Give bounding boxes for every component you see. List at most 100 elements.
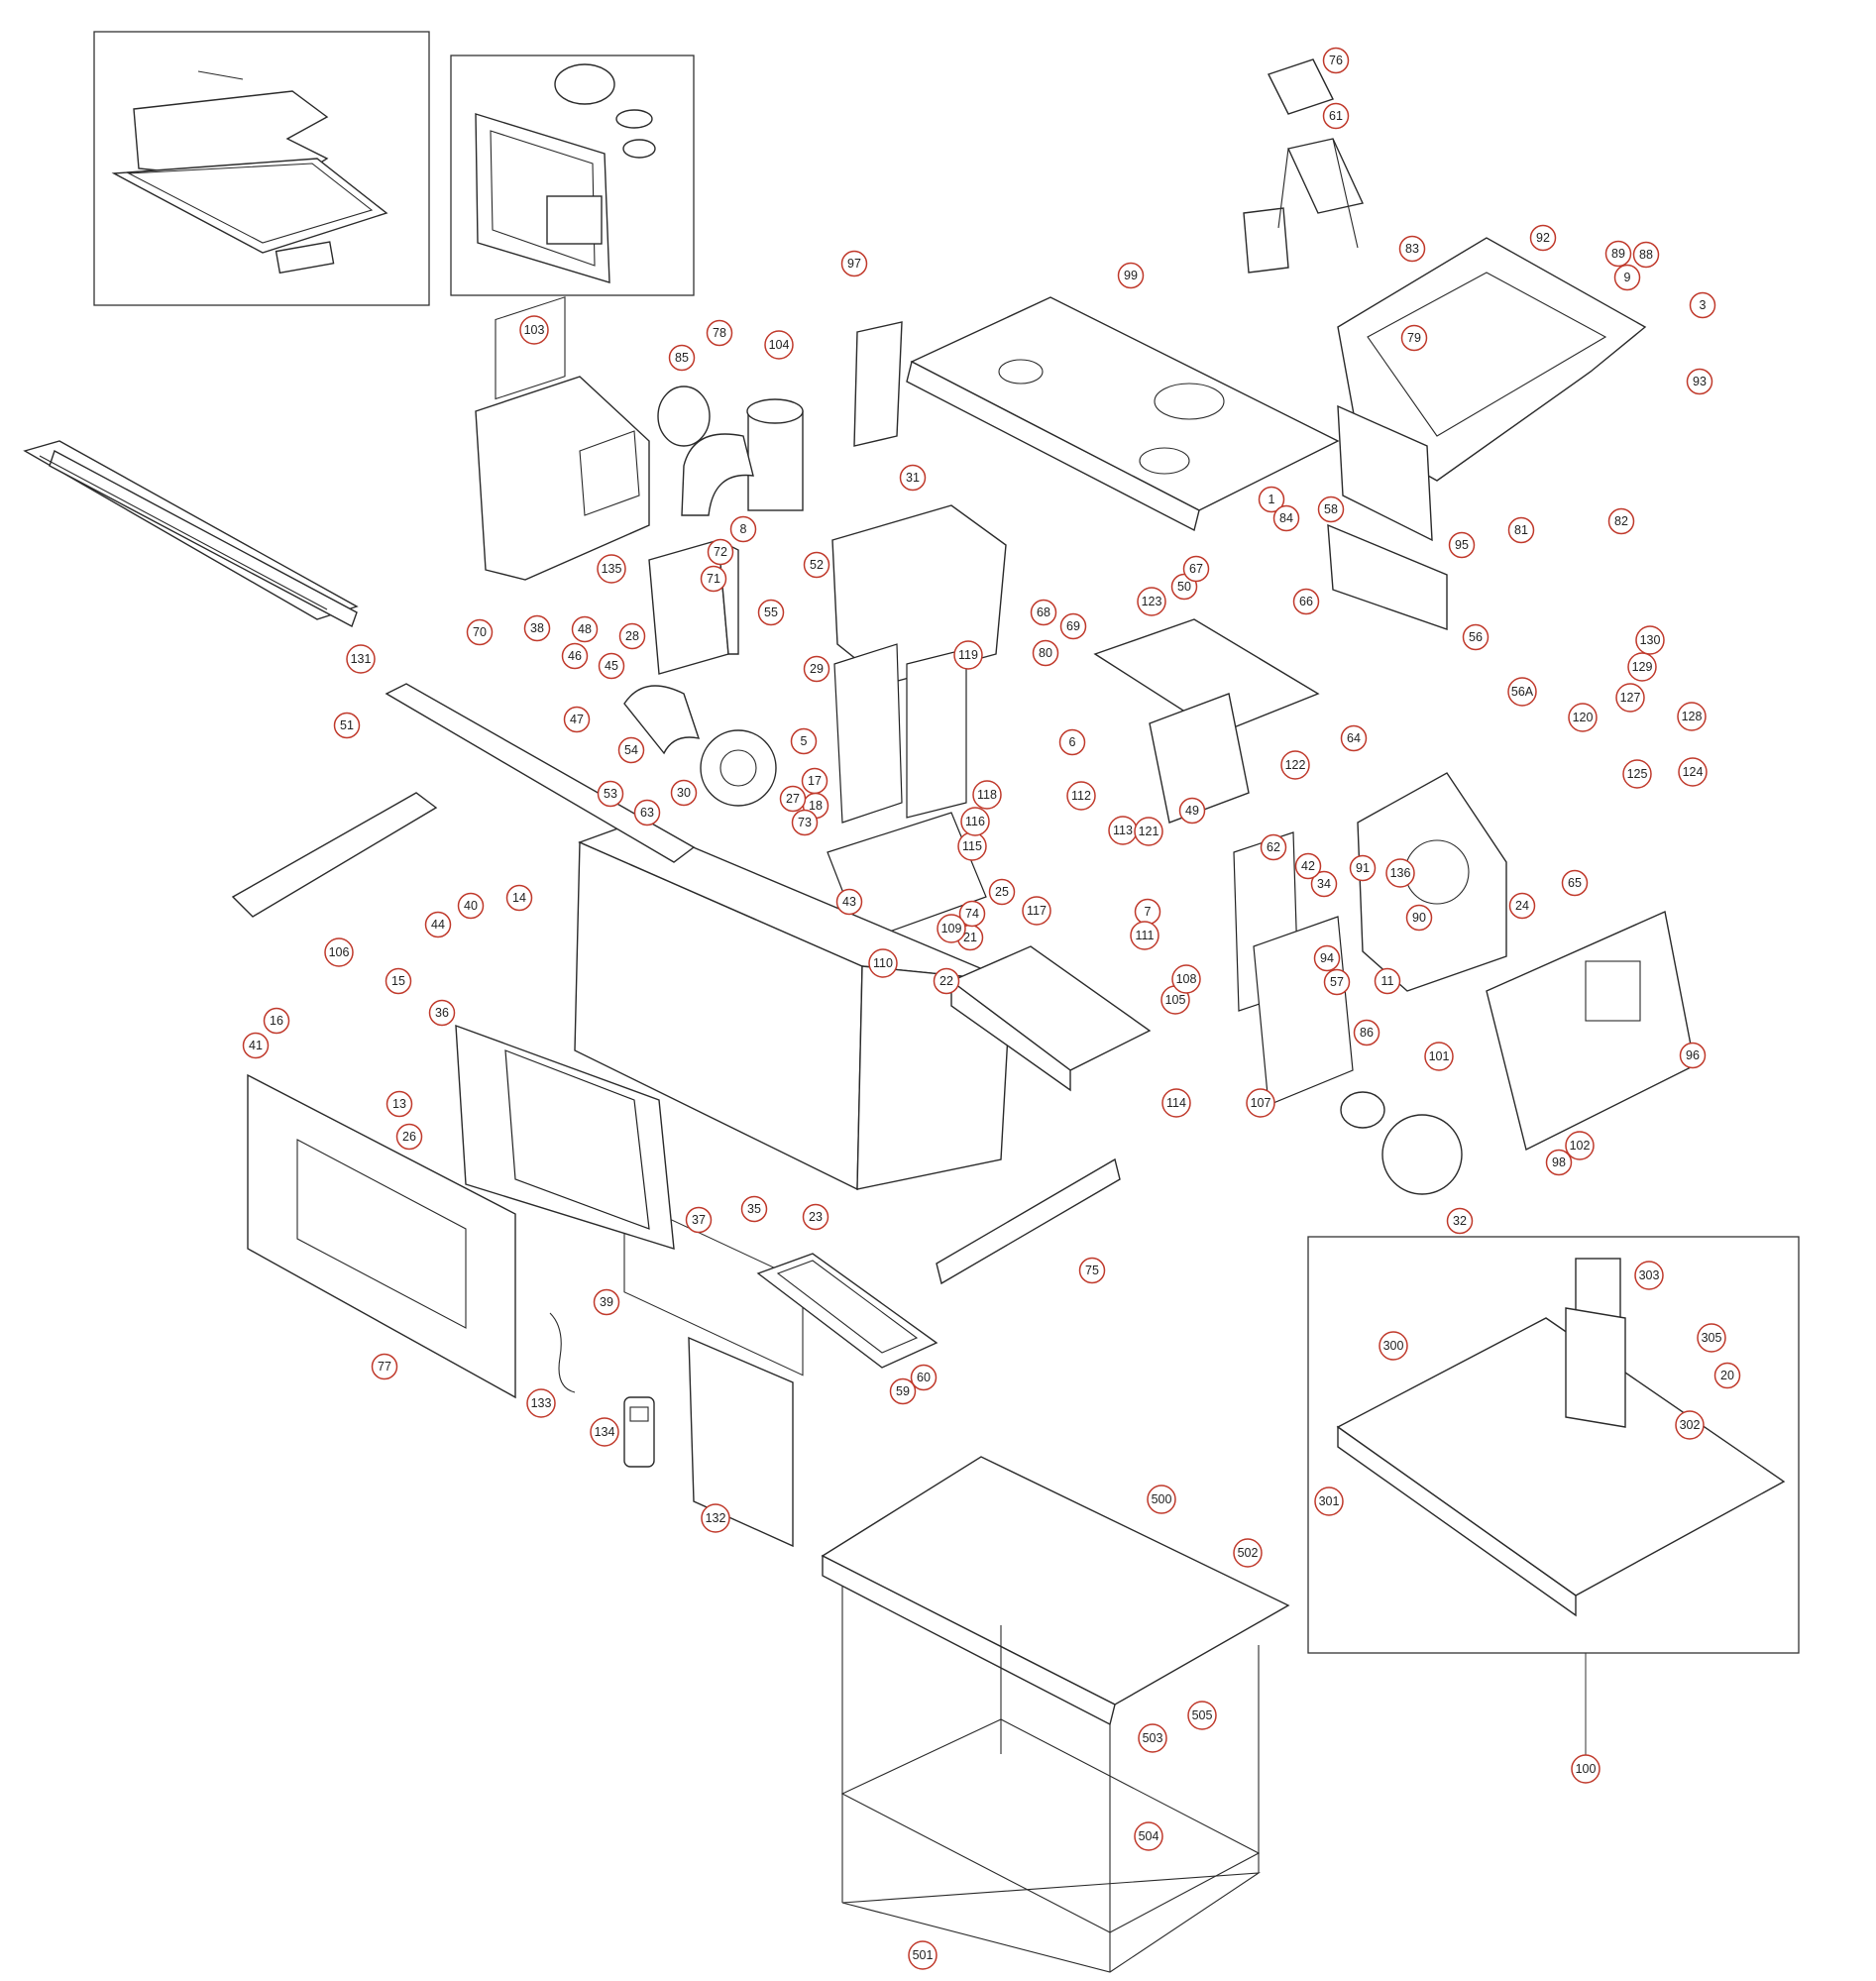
callout-102[interactable]: 102 — [1565, 1131, 1595, 1160]
callout-501[interactable]: 501 — [908, 1940, 938, 1970]
callout-47[interactable]: 47 — [563, 706, 591, 733]
callout-44[interactable]: 44 — [424, 911, 452, 938]
callout-38[interactable]: 38 — [523, 614, 551, 642]
callout-69[interactable]: 69 — [1059, 612, 1087, 640]
callout-22[interactable]: 22 — [933, 967, 960, 995]
callout-56a[interactable]: 56A — [1507, 677, 1537, 707]
callout-30[interactable]: 30 — [670, 779, 698, 807]
callout-41[interactable]: 41 — [242, 1032, 270, 1059]
callout-54[interactable]: 54 — [617, 736, 645, 764]
callout-109[interactable]: 109 — [937, 914, 966, 943]
callout-103[interactable]: 103 — [519, 315, 549, 345]
callout-5[interactable]: 5 — [790, 727, 818, 755]
callout-119[interactable]: 119 — [953, 640, 983, 670]
callout-25[interactable]: 25 — [988, 878, 1016, 906]
callout-505[interactable]: 505 — [1187, 1701, 1217, 1730]
callout-117[interactable]: 117 — [1022, 896, 1051, 926]
callout-24[interactable]: 24 — [1508, 892, 1536, 920]
callout-63[interactable]: 63 — [633, 799, 661, 826]
callout-27[interactable]: 27 — [779, 785, 807, 813]
callout-89[interactable]: 89 — [1604, 240, 1632, 268]
callout-128[interactable]: 128 — [1677, 702, 1707, 731]
callout-124[interactable]: 124 — [1678, 757, 1708, 787]
callout-94[interactable]: 94 — [1313, 944, 1341, 972]
callout-26[interactable]: 26 — [395, 1123, 423, 1151]
callout-61[interactable]: 61 — [1322, 102, 1350, 130]
callout-60[interactable]: 60 — [910, 1364, 938, 1391]
callout-11[interactable]: 11 — [1374, 967, 1401, 995]
callout-136[interactable]: 136 — [1385, 858, 1415, 888]
callout-67[interactable]: 67 — [1182, 555, 1210, 583]
callout-32[interactable]: 32 — [1446, 1207, 1474, 1235]
callout-66[interactable]: 66 — [1292, 588, 1320, 615]
callout-23[interactable]: 23 — [802, 1203, 829, 1231]
callout-121[interactable]: 121 — [1134, 817, 1163, 846]
callout-35[interactable]: 35 — [740, 1195, 768, 1223]
callout-300[interactable]: 300 — [1379, 1331, 1408, 1361]
callout-112[interactable]: 112 — [1066, 781, 1096, 811]
callout-111[interactable]: 111 — [1130, 921, 1159, 950]
callout-98[interactable]: 98 — [1545, 1149, 1573, 1176]
callout-71[interactable]: 71 — [700, 565, 727, 593]
callout-29[interactable]: 29 — [803, 655, 830, 683]
callout-503[interactable]: 503 — [1138, 1723, 1167, 1753]
callout-130[interactable]: 130 — [1635, 625, 1665, 655]
callout-56[interactable]: 56 — [1462, 623, 1490, 651]
callout-122[interactable]: 122 — [1280, 750, 1310, 780]
callout-92[interactable]: 92 — [1529, 224, 1557, 252]
callout-76[interactable]: 76 — [1322, 47, 1350, 74]
callout-73[interactable]: 73 — [791, 809, 819, 836]
callout-1[interactable]: 1 — [1258, 486, 1285, 513]
callout-70[interactable]: 70 — [466, 618, 494, 646]
callout-132[interactable]: 132 — [701, 1503, 730, 1533]
callout-83[interactable]: 83 — [1398, 235, 1426, 263]
callout-108[interactable]: 108 — [1171, 964, 1201, 994]
callout-55[interactable]: 55 — [757, 599, 785, 626]
callout-301[interactable]: 301 — [1314, 1486, 1344, 1516]
callout-113[interactable]: 113 — [1108, 816, 1138, 845]
callout-15[interactable]: 15 — [385, 967, 412, 995]
callout-64[interactable]: 64 — [1340, 724, 1368, 752]
callout-58[interactable]: 58 — [1317, 495, 1345, 523]
callout-49[interactable]: 49 — [1178, 797, 1206, 825]
callout-118[interactable]: 118 — [972, 780, 1002, 810]
callout-99[interactable]: 99 — [1117, 262, 1145, 289]
callout-9[interactable]: 9 — [1613, 264, 1641, 291]
callout-40[interactable]: 40 — [457, 892, 485, 920]
callout-14[interactable]: 14 — [505, 884, 533, 912]
callout-74[interactable]: 74 — [958, 900, 986, 928]
callout-114[interactable]: 114 — [1161, 1088, 1191, 1118]
callout-85[interactable]: 85 — [668, 344, 696, 372]
callout-107[interactable]: 107 — [1246, 1088, 1275, 1118]
callout-7[interactable]: 7 — [1134, 898, 1161, 926]
callout-116[interactable]: 116 — [960, 807, 990, 836]
callout-123[interactable]: 123 — [1137, 587, 1166, 616]
callout-110[interactable]: 110 — [868, 948, 898, 978]
callout-51[interactable]: 51 — [333, 712, 361, 739]
callout-134[interactable]: 134 — [590, 1417, 619, 1447]
callout-36[interactable]: 36 — [428, 999, 456, 1027]
callout-77[interactable]: 77 — [371, 1353, 398, 1380]
callout-59[interactable]: 59 — [889, 1377, 917, 1405]
callout-129[interactable]: 129 — [1627, 652, 1657, 682]
callout-91[interactable]: 91 — [1349, 854, 1377, 882]
callout-500[interactable]: 500 — [1147, 1485, 1176, 1514]
callout-53[interactable]: 53 — [597, 780, 624, 808]
callout-79[interactable]: 79 — [1400, 324, 1428, 352]
callout-75[interactable]: 75 — [1078, 1257, 1106, 1284]
callout-72[interactable]: 72 — [707, 538, 734, 566]
callout-90[interactable]: 90 — [1405, 904, 1433, 932]
callout-97[interactable]: 97 — [840, 250, 868, 277]
callout-17[interactable]: 17 — [801, 767, 828, 795]
callout-48[interactable]: 48 — [571, 615, 599, 643]
callout-86[interactable]: 86 — [1353, 1019, 1380, 1046]
callout-31[interactable]: 31 — [899, 464, 927, 492]
callout-106[interactable]: 106 — [324, 937, 354, 967]
callout-46[interactable]: 46 — [561, 642, 589, 670]
callout-125[interactable]: 125 — [1622, 759, 1652, 789]
callout-16[interactable]: 16 — [263, 1007, 290, 1035]
callout-37[interactable]: 37 — [685, 1206, 713, 1234]
callout-62[interactable]: 62 — [1260, 833, 1287, 861]
callout-88[interactable]: 88 — [1632, 241, 1660, 269]
callout-305[interactable]: 305 — [1697, 1323, 1726, 1353]
